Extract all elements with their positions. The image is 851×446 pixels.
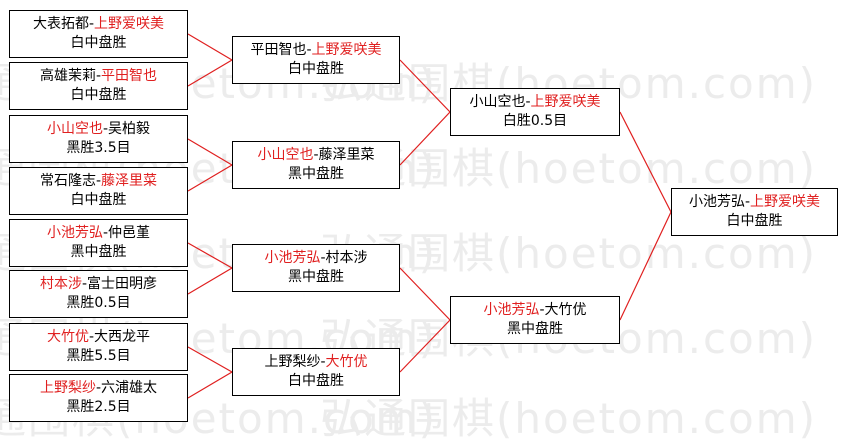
- match-r3-1: 小山空也-上野爱咲美 白胜0.5目: [450, 88, 620, 136]
- separator: -: [95, 68, 102, 84]
- match-result: 黑中盘胜: [507, 321, 563, 337]
- player-1-winner: 小池芳弘: [483, 302, 540, 318]
- player-1: 上野梨纱: [264, 354, 321, 370]
- player-1: 大表拓都: [32, 16, 89, 32]
- player-2: 六浦雄太: [101, 380, 158, 396]
- match-result: 白中盘胜: [70, 192, 127, 208]
- player-1: 小池芳弘: [688, 194, 745, 210]
- match-r2-1: 平田智也-上野爱咲美 白中盘胜: [232, 36, 400, 84]
- separator: -: [320, 354, 326, 370]
- bracket-connector: [187, 242, 234, 295]
- bracket-connector: [187, 33, 234, 87]
- player-2: 大竹优: [544, 302, 587, 318]
- match-result: 黑胜0.5目: [66, 295, 131, 311]
- match-result: 白中盘胜: [70, 87, 127, 103]
- separator: -: [81, 276, 88, 292]
- player-1: 常石隆志: [39, 173, 96, 189]
- player-2-winner: 上野爱咲美: [311, 42, 382, 58]
- player-1-winner: 大竹优: [46, 329, 89, 345]
- match-final: 小池芳弘-上野爱咲美 白中盘胜: [671, 188, 838, 236]
- player-1-winner: 小山空也: [257, 147, 314, 163]
- match-r1-4: 常石隆志-藤泽里菜 白中盘胜: [9, 167, 188, 215]
- match-result: 白胜0.5目: [502, 113, 568, 129]
- player-2-winner: 上野爱咲美: [530, 94, 601, 110]
- match-r1-3: 小山空也-吴柏毅 黑胜3.5目: [9, 115, 188, 163]
- match-r2-2: 小山空也-藤泽里菜 黑中盘胜: [232, 141, 400, 189]
- separator: -: [539, 302, 545, 318]
- player-1-winner: 小山空也: [46, 121, 103, 137]
- player-2: 富士田明彦: [87, 276, 158, 292]
- match-r1-8: 上野梨纱-六浦雄太 黑胜2.5目: [9, 374, 188, 422]
- separator: -: [102, 225, 109, 241]
- separator: -: [744, 194, 751, 210]
- player-1: 平田智也: [250, 42, 307, 58]
- match-result: 黑中盘胜: [70, 244, 127, 260]
- separator: -: [88, 16, 95, 32]
- match-result: 白中盘胜: [288, 373, 344, 389]
- player-1: 高雄茉莉: [39, 68, 96, 84]
- separator: -: [313, 147, 319, 163]
- separator: -: [320, 250, 326, 266]
- match-result: 黑胜5.5目: [66, 348, 131, 364]
- player-1-winner: 小池芳弘: [264, 250, 321, 266]
- match-result: 黑胜2.5目: [66, 399, 131, 415]
- match-r2-3: 小池芳弘-村本涉 黑中盘胜: [232, 244, 400, 292]
- player-2: 村本涉: [325, 250, 368, 266]
- player-2-winner: 大竹优: [325, 354, 368, 370]
- match-result: 白中盘胜: [726, 213, 783, 229]
- player-2-winner: 藤泽里菜: [101, 173, 158, 189]
- bracket-connector: [187, 138, 234, 192]
- match-r1-1: 大表拓都-上野爱咲美 白中盘胜: [9, 10, 188, 58]
- player-2: 藤泽里菜: [318, 147, 375, 163]
- match-result: 白中盘胜: [70, 35, 127, 51]
- match-result: 黑胜3.5目: [66, 140, 131, 156]
- separator: -: [95, 380, 102, 396]
- player-1-winner: 小池芳弘: [46, 225, 103, 241]
- match-r1-6: 村本涉-富士田明彦 黑胜0.5目: [9, 270, 188, 318]
- match-r3-2: 小池芳弘-大竹优 黑中盘胜: [450, 296, 620, 344]
- match-r1-5: 小池芳弘-仲邑堇 黑中盘胜: [9, 219, 188, 267]
- bracket-connector: [619, 111, 672, 321]
- player-1-winner: 村本涉: [39, 276, 82, 292]
- bracket-connector: [399, 267, 451, 373]
- separator: -: [95, 173, 102, 189]
- bracket-connector: [187, 346, 234, 399]
- player-1: 小山空也: [469, 94, 526, 110]
- player-1-winner: 上野梨纱: [39, 380, 96, 396]
- match-result: 白中盘胜: [288, 61, 344, 77]
- player-2: 仲邑堇: [108, 225, 151, 241]
- player-2-winner: 上野爱咲美: [94, 16, 165, 32]
- bracket-connector: [399, 59, 451, 166]
- separator: -: [306, 42, 312, 58]
- player-2-winner: 上野爱咲美: [750, 194, 821, 210]
- separator: -: [525, 94, 531, 110]
- match-result: 黑中盘胜: [288, 269, 344, 285]
- separator: -: [88, 329, 95, 345]
- separator: -: [102, 121, 109, 137]
- match-r2-4: 上野梨纱-大竹优 白中盘胜: [232, 348, 400, 396]
- player-2-winner: 平田智也: [101, 68, 158, 84]
- match-r1-2: 高雄茉莉-平田智也 白中盘胜: [9, 62, 188, 110]
- match-result: 黑中盘胜: [288, 166, 344, 182]
- player-2: 大西龙平: [94, 329, 151, 345]
- player-2: 吴柏毅: [108, 121, 151, 137]
- match-r1-7: 大竹优-大西龙平 黑胜5.5目: [9, 323, 188, 371]
